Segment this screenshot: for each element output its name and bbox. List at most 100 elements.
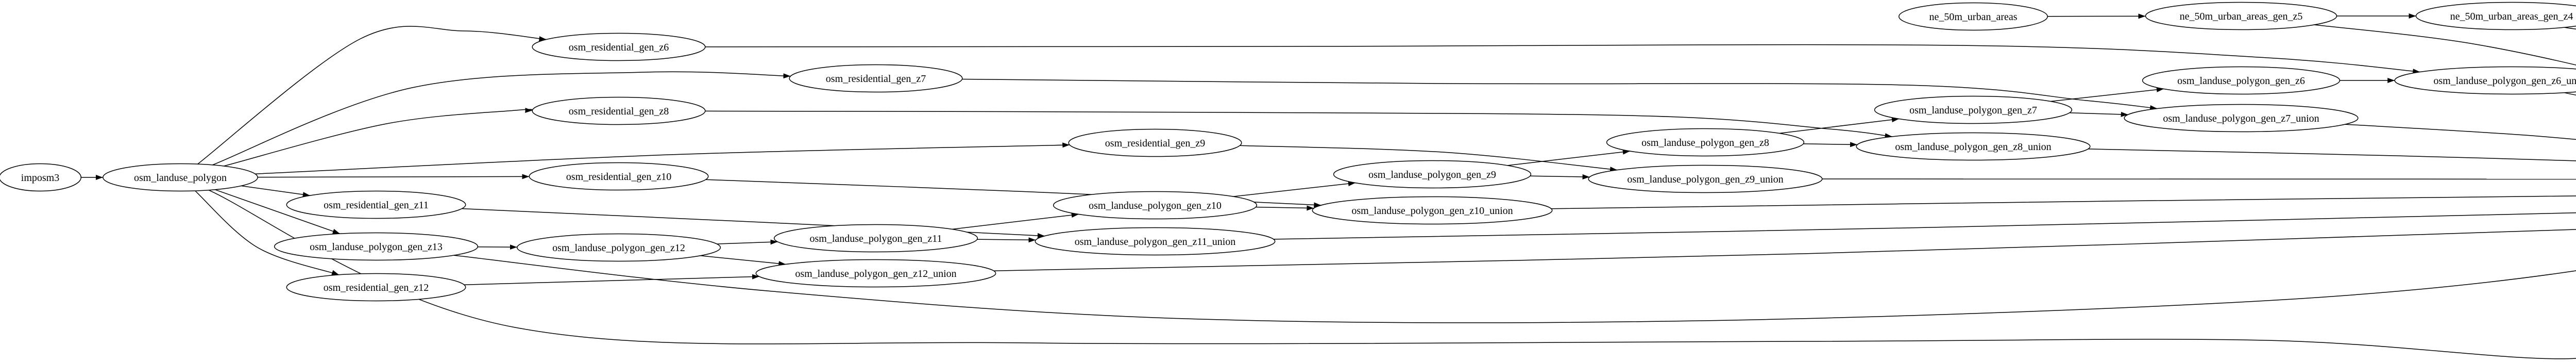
edge-osm_landuse_polygon-to-layer_landuse-z14+ [208,190,2576,359]
node-ellipse [789,64,963,93]
edge-osm_landuse_polygon_gen_z7-to-osm_landuse_polygon_gen_z7_union [2069,111,2128,117]
node-ne_50m_urban_areas_gen_z5: ne_50m_urban_areas_gen_z5 [2145,2,2337,30]
edge-osm_landuse_polygon-to-osm_residential_gen_z7 [212,71,791,166]
node-label: osm_landuse_polygon_gen_z10_union [1351,205,1513,217]
node-osm_landuse_polygon_gen_z7_union: osm_landuse_polygon_gen_z7_union [2124,104,2359,133]
node-ne_50m_urban_areas: ne_50m_urban_areas [1899,2,2048,31]
edge-osm_landuse_polygon_gen_z12_union-to-layer_landuse-z12 [993,229,2576,271]
node-ellipse [2394,66,2576,95]
node-ellipse [2124,104,2359,133]
node-label: osm_residential_gen_z7 [826,73,926,85]
node-ellipse [1312,196,1553,225]
edge-osm_landuse_polygon-to-osm_residential_gen_z10 [258,174,530,179]
node-label: osm_landuse_polygon_gen_z7_union [2163,113,2319,124]
edge-osm_landuse_polygon-to-osm_residential_gen_z12 [195,190,340,275]
node-ellipse [1333,160,1532,189]
node-ellipse [1606,128,1805,157]
node-label: osm_landuse_polygon_gen_z9 [1368,169,1496,180]
node-label: osm_landuse_polygon_gen_z11_union [1075,236,1236,248]
edge-osm_landuse_polygon-to-osm_landuse_polygon_gen_z13 [214,189,341,234]
edge-osm_landuse_polygon_gen_z12-to-osm_landuse_polygon_gen_z12_union [700,255,786,267]
node-osm_residential_gen_z8: osm_residential_gen_z8 [532,96,706,125]
edge-osm_landuse_polygon-to-osm_residential_gen_z6 [197,26,547,164]
node-osm_residential_gen_z6: osm_residential_gen_z6 [532,32,706,61]
node-ellipse [529,162,709,191]
node-label: osm_landuse_polygon_gen_z6_union [2433,75,2576,87]
node-label: osm_landuse_polygon_gen_z9_union [1627,174,1783,185]
node-label: osm_landuse_polygon [134,172,227,184]
edge-osm_landuse_polygon_gen_z10_union-to-layer_landuse-z10 [1551,195,2576,209]
edge-osm_residential_gen_z7-to-osm_landuse_polygon_gen_z7_union [962,78,2158,110]
edge-osm_landuse_polygon_gen_z10-to-osm_landuse_polygon_gen_z10_union [1256,205,1314,211]
node-label: osm_residential_gen_z12 [324,282,429,293]
node-osm_landuse_polygon_gen_z11_union: osm_landuse_polygon_gen_z11_union [1035,227,1276,256]
node-label: osm_landuse_polygon_gen_z7 [1909,105,2037,116]
node-ellipse [2142,66,2341,95]
node-ne_50m_urban_areas_gen_z4: ne_50m_urban_areas_gen_z4 [2415,2,2576,30]
edge-osm_landuse_polygon_gen_z13-to-layer_landuse-z13 [453,255,2576,323]
edge-osm_landuse_polygon_gen_z7_union-to-layer_landuse-z7 [2345,124,2576,140]
edge-osm_landuse_polygon_gen_z9-to-osm_landuse_polygon_gen_z8 [1507,149,1630,166]
node-osm_residential_gen_z10: osm_residential_gen_z10 [529,162,709,191]
node-label: ne_50m_urban_areas [1929,11,2017,23]
edge-ne_50m_urban_areas_gen_z5-to-layer_landuse-z5 [2314,24,2576,65]
node-ellipse [274,232,479,261]
node-osm_landuse_polygon_gen_z6: osm_landuse_polygon_gen_z6 [2142,66,2341,95]
edge-osm_landuse_polygon_gen_z8-to-osm_landuse_polygon_gen_z8_union [1803,142,1858,147]
edge-osm_landuse_polygon_gen_z11-to-osm_landuse_polygon_gen_z10 [952,212,1079,230]
node-ellipse [755,259,996,288]
edge-osm_landuse_polygon_gen_z8_union-to-layer_landuse-z8 [2088,149,2576,161]
node-ellipse [2145,2,2337,30]
edge-osm_landuse_polygon_gen_z8-to-osm_landuse_polygon_gen_z7 [1779,117,1900,134]
node-label: osm_residential_gen_z9 [1105,138,1205,149]
node-label: osm_landuse_polygon_gen_z10 [1089,200,1222,211]
node-ellipse [1856,132,2091,161]
edge-osm_landuse_polygon_gen_z6_union-to-layer_landuse-z6 [2564,92,2576,96]
edge-osm_residential_gen_z8-to-osm_landuse_polygon_gen_z8_union [705,110,1892,139]
node-osm_landuse_polygon_gen_z9: osm_landuse_polygon_gen_z9 [1333,160,1532,189]
node-label: osm_landuse_polygon_gen_z6 [2177,75,2305,87]
nodes-layer: imposm3 osm_landuse_polygon osm_residentia… [0,2,2576,302]
node-ellipse [2415,2,2576,30]
node-label: osm_residential_gen_z8 [569,106,669,117]
node-ellipse [532,96,706,125]
node-ellipse [286,273,466,302]
edge-osm_residential_gen_z12-to-osm_landuse_polygon_gen_z12_union [464,274,760,285]
node-label: osm_landuse_polygon_gen_z13 [310,241,443,253]
node-osm_landuse_polygon_gen_z11: osm_landuse_polygon_gen_z11 [773,224,978,253]
node-ellipse [1068,128,1242,157]
edge-osm_landuse_polygon_gen_z11-to-osm_landuse_polygon_gen_z11_union [977,237,1036,243]
node-osm_landuse_polygon_gen_z7: osm_landuse_polygon_gen_z7 [1874,95,2073,124]
node-label: osm_residential_gen_z10 [566,171,671,183]
node-ellipse [773,224,978,253]
edge-osm_residential_gen_z6-to-osm_landuse_polygon_gen_z6_union [705,44,2420,74]
node-label: osm_landuse_polygon_gen_z8_union [1895,141,2051,153]
node-osm_residential_gen_z12: osm_residential_gen_z12 [286,273,466,302]
node-label: osm_landuse_polygon_gen_z12 [552,242,685,254]
node-label: osm_landuse_polygon_gen_z8 [1641,137,1769,149]
edges-layer [81,13,2576,359]
node-ellipse [103,163,258,192]
edge-osm_residential_gen_z9-to-osm_landuse_polygon_gen_z9_union [1240,145,1618,172]
node-osm_landuse_polygon_gen_z13: osm_landuse_polygon_gen_z13 [274,232,479,261]
node-osm_landuse_polygon_gen_z9_union: osm_landuse_polygon_gen_z9_union [1588,164,1823,193]
edge-osm_landuse_polygon-to-osm_residential_gen_z9 [255,142,1070,175]
node-ellipse [286,190,466,219]
node-osm_residential_gen_z11: osm_residential_gen_z11 [286,190,466,219]
node-ellipse [532,32,706,61]
node-osm_landuse_polygon_gen_z8: osm_landuse_polygon_gen_z8 [1606,128,1805,157]
node-ellipse [1588,164,1823,193]
node-osm_landuse_polygon_gen_z12: osm_landuse_polygon_gen_z12 [516,233,721,262]
node-osm_residential_gen_z7: osm_residential_gen_z7 [789,64,963,93]
node-osm_landuse_polygon_gen_z10_union: osm_landuse_polygon_gen_z10_union [1312,196,1553,225]
node-label: osm_landuse_polygon_gen_z11 [809,233,942,244]
node-label: imposm3 [21,172,59,184]
node-ellipse [1899,2,2048,31]
node-ellipse [1053,191,1258,220]
edge-osm_landuse_polygon-to-osm_residential_gen_z11 [241,185,310,198]
edge-osm_landuse_polygon_gen_z10-to-osm_landuse_polygon_gen_z9 [1233,181,1355,197]
edge-osm_landuse_polygon-to-osm_residential_gen_z8 [224,107,533,167]
edge-osm_landuse_polygon_gen_z9-to-osm_landuse_polygon_gen_z9_union [1530,174,1590,179]
